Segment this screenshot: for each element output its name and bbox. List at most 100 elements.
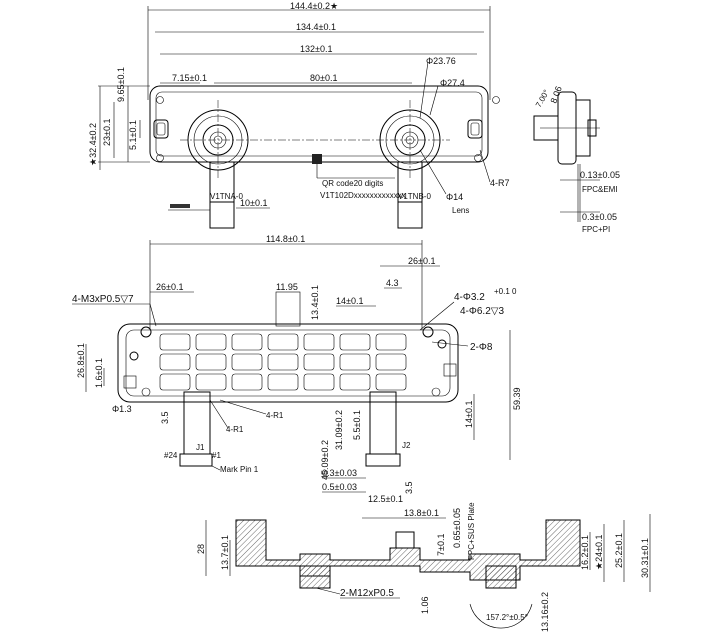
corner-hole: [492, 96, 500, 104]
dim-height-upper: 9.65±0.1: [116, 67, 126, 102]
dim-baseline: 80±0.1: [310, 73, 337, 83]
thread-spec: 2-M12xP0.5: [340, 588, 394, 599]
dim-pitch: 14±0.1: [336, 296, 363, 306]
dim-right-height: 14±0.1: [464, 401, 474, 428]
j2-label: J2: [402, 441, 411, 450]
lens-label: Lens: [452, 206, 469, 215]
dim-right-d: 30.31±0.1: [640, 538, 650, 578]
pin-hole-icon: [437, 339, 447, 349]
dim-left-hole: 26±0.1: [156, 282, 183, 292]
dim-width: 114.8±0.1: [266, 234, 305, 244]
dim-small-left: 1.6±0.1: [94, 358, 104, 388]
dim-height-left: 26.8±0.1: [76, 343, 86, 378]
j1-label: J1: [196, 443, 205, 452]
pin-hole: 2-Φ8: [470, 342, 493, 353]
dim-body-width: 134.4±0.1: [296, 22, 336, 32]
dim-cable-e: 0.5±0.03: [322, 482, 357, 492]
dim-bottom-height: 13.16±0.2: [540, 592, 550, 632]
dim-center-block: 11.95: [276, 282, 298, 292]
corner-hole: [474, 154, 482, 162]
dim-outer-ring: Φ23.76: [426, 56, 456, 66]
dim-total-height: 59.39: [512, 387, 522, 410]
pin1-label: #1: [212, 451, 221, 460]
dim-edge-offset: 7.15±0.1: [172, 73, 207, 83]
flex-left-label: V1TNA-0: [210, 192, 243, 201]
mount-hole: [422, 326, 434, 338]
module-body-bottom: [117, 323, 459, 403]
dim-section-height-left: 28: [196, 544, 206, 554]
dim-fpc: 0.65±0.05: [452, 508, 462, 548]
fov-arc: [469, 603, 533, 629]
side-dim: 8.06: [548, 85, 563, 105]
dim-section-height-a: 13.7±0.1: [220, 535, 230, 570]
dim-mid-ring: Φ27.4: [440, 78, 465, 88]
lens-section-right: [485, 565, 517, 589]
connector-j2: [365, 453, 401, 467]
thread-left: 4-M3xP0.5▽7: [72, 294, 134, 305]
dim-center-height: 13.4±0.1: [310, 285, 320, 320]
dim-hole-small: Φ1.3: [112, 404, 132, 414]
mount-slot-left: [153, 119, 169, 139]
lens-section-left: [299, 565, 331, 589]
dim-height-total: ★32.4±0.2: [88, 123, 98, 166]
dim-small: 4.3: [386, 278, 399, 288]
dim-section-height-b: 7±0.1: [436, 534, 446, 556]
flex-connector-right: [397, 201, 423, 229]
dim-corner-radius: 4-R7: [490, 178, 510, 188]
dim-right-a: ★24±0.1: [594, 534, 604, 570]
side-view: [533, 91, 600, 222]
dim-connector-h: 3.5: [404, 481, 414, 494]
dim-slot: 5.1±0.1: [128, 120, 138, 150]
hole-spec-a: 4-Φ3.2: [454, 292, 485, 303]
mount-slot-right: [467, 119, 483, 139]
flex-right-label: V1TNB-0: [398, 192, 431, 201]
dim-right-c: 25.2±0.1: [614, 533, 624, 568]
corner-hole: [156, 96, 164, 104]
hole-spec-a-tol: +0.1 0: [494, 287, 517, 296]
mount-hole: [141, 387, 151, 397]
dim-flex-width: 10±0.1: [240, 198, 267, 208]
connector-section: [395, 531, 415, 549]
bottom-view: 114.8±0.1 26±0.1 26±0.1 11.95 13.4±0.1 1…: [72, 234, 522, 519]
dim-fpc-pi: 0.3±0.05: [582, 212, 617, 222]
qr-label: QR code20 digits: [322, 179, 383, 188]
fpc-pi-label: FPC+PI: [582, 225, 610, 234]
dim-connector: 12.5±0.1: [368, 494, 403, 504]
dim-overall-width: 144.4±0.2★: [290, 1, 338, 11]
mount-hole: [431, 387, 441, 397]
label-marker-icon: [170, 204, 190, 208]
mount-hole: [140, 326, 152, 338]
dim-fpc-emi: 0.13±0.05: [580, 170, 620, 180]
radius-a: 4-R1: [226, 425, 244, 434]
dim-connector-w: 13.8±0.1: [404, 508, 439, 518]
dim-height-mid: 23±0.1: [102, 119, 112, 146]
dim-cable-a: 45.09±0.2: [320, 440, 330, 480]
connector-j1: [179, 453, 213, 467]
section-body: [235, 519, 581, 581]
flex-connector-left: [209, 201, 235, 229]
fov-angle: 157.2°±0.5°: [486, 613, 528, 622]
fpc-emi-label: FPC&EMI: [582, 185, 618, 194]
dim-right-hole: 26±0.1: [408, 256, 435, 266]
dim-bottom-gap: 1.06: [420, 596, 430, 614]
radius-b: 4-R1: [266, 411, 284, 420]
flex-cable-j2: [369, 391, 397, 455]
mark-pin-label: Mark Pin 1: [220, 465, 259, 474]
section-view: 28 13.7±0.1 7±0.1 0.65±0.05 FPC+SUS Plat…: [196, 502, 651, 632]
dim-cable-d: 0.3±0.03: [322, 468, 357, 478]
dim-hole-pitch: 132±0.1: [300, 44, 332, 54]
dim-edge-small: 3.5: [160, 411, 170, 424]
dim-cable-c: 5.5±0.1: [352, 410, 362, 440]
qr-code: [312, 154, 322, 164]
dim-cable-b: 31.09±0.2: [334, 410, 344, 450]
qr-code-text: V1T102Dxxxxxxxxxxxxx: [320, 191, 406, 200]
top-view: 144.4±0.2★ 134.4±0.1 132±0.1 80±0.1 7.15…: [88, 1, 620, 234]
pin-hole-icon: [129, 351, 139, 361]
dim-lens-diameter: Φ14: [446, 192, 463, 202]
rib-grid: [159, 333, 407, 391]
corner-hole: [156, 154, 164, 162]
fpc-label: FPC+SUS Plate: [467, 502, 476, 560]
dim-right-b: 16.2±0.1: [580, 535, 590, 570]
hole-spec-b: 4-Φ6.2▽3: [460, 306, 504, 317]
